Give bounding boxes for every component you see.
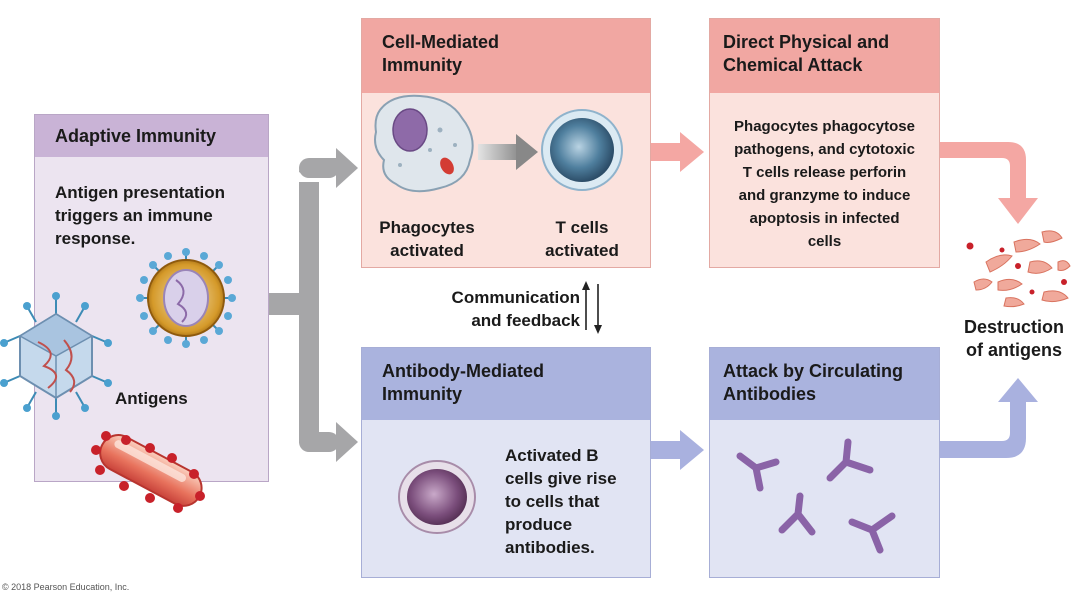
destruction-line2: of antigens xyxy=(965,340,1062,360)
icosahedral-virus-illustration xyxy=(0,292,112,420)
circulating-title-line1: Attack by Circulating xyxy=(723,361,904,381)
direct-attack-line-6: cells xyxy=(807,233,842,250)
antibody-line-2: cells give rise xyxy=(505,469,617,488)
pink-arrow-to-destruction xyxy=(940,142,1038,224)
antibody-line-3: to cells that xyxy=(505,492,600,511)
destroyed-antigen-fragments xyxy=(966,230,1071,308)
adaptive-immunity-title: Adaptive Immunity xyxy=(55,126,217,146)
circulating-title-line2: Antibodies xyxy=(723,384,816,404)
adaptive-immunity-header: Adaptive Immunity xyxy=(35,115,268,157)
cell-mediated-title-line2: Immunity xyxy=(382,55,463,75)
communication-line1: Communication xyxy=(451,288,580,307)
direct-attack-line-3: T cells release perforin xyxy=(742,164,907,181)
copyright-notice: © 2018 Pearson Education, Inc. xyxy=(2,582,130,592)
adaptive-immunity-description: Antigen presentation triggers an immune … xyxy=(55,183,226,248)
phagocytes-label: Phagocytes activated xyxy=(364,216,490,262)
antibody-icon-3 xyxy=(778,492,816,536)
pink-arrow-1 xyxy=(651,132,704,172)
direct-attack-line-4: and granzyme to induce xyxy=(738,187,911,204)
branch-connector xyxy=(269,148,358,462)
antibody-icons xyxy=(736,438,896,554)
antibody-line-5: antibodies. xyxy=(505,538,595,557)
antibody-mediated-title-line2: Immunity xyxy=(382,384,463,404)
cell-mediated-header: Cell-Mediated Immunity xyxy=(362,19,650,93)
bacterium-illustration xyxy=(91,431,205,513)
bcell-illustration xyxy=(398,460,476,534)
communication-label: Communication and feedback xyxy=(400,286,580,332)
direct-attack-header: Direct Physical and Chemical Attack xyxy=(710,19,939,93)
antibody-line-4: produce xyxy=(505,515,573,534)
enveloped-virus-illustration xyxy=(136,248,236,348)
tcells-label-line2: activated xyxy=(545,241,619,260)
communication-arrows xyxy=(582,281,602,334)
antibody-icon-1 xyxy=(736,452,780,492)
antibody-mediated-description: Activated B cells give rise to cells tha… xyxy=(505,444,650,559)
blue-arrow-to-destruction xyxy=(940,378,1038,458)
circulating-antibodies-header: Attack by Circulating Antibodies xyxy=(710,348,939,420)
direct-attack-title-line2: Chemical Attack xyxy=(723,55,863,75)
phagocyte-to-tcell-arrow xyxy=(478,134,538,170)
direct-attack-description: Phagocytes phagocytose pathogens, and cy… xyxy=(714,115,935,253)
direct-attack-title-line1: Direct Physical and xyxy=(723,32,890,52)
cell-mediated-title-line1: Cell-Mediated xyxy=(382,32,500,52)
destruction-label: Destruction of antigens xyxy=(946,316,1082,362)
direct-attack-panel: Direct Physical and Chemical Attack Phag… xyxy=(709,18,940,268)
tcell-illustration xyxy=(541,109,623,191)
arrow-to-antibody-mediated xyxy=(336,422,358,462)
destruction-line1: Destruction xyxy=(963,317,1064,337)
antibody-mediated-title-line1: Antibody-Mediated xyxy=(382,361,544,381)
direct-attack-line-5: apoptosis in infected xyxy=(749,210,900,227)
antigens-label: Antigens xyxy=(115,389,188,408)
phagocytes-label-line2: activated xyxy=(390,241,464,260)
arrow-to-cell-mediated xyxy=(336,148,358,188)
antibody-icon-4 xyxy=(848,512,896,554)
tcells-label: T cells activated xyxy=(527,216,637,262)
phagocytes-label-line1: Phagocytes xyxy=(379,218,475,237)
blue-arrow-1 xyxy=(651,430,704,470)
antibody-mediated-header: Antibody-Mediated Immunity xyxy=(362,348,650,420)
direct-attack-line-2: pathogens, and cytotoxic xyxy=(734,141,915,158)
antibody-icon-2 xyxy=(826,438,874,482)
phagocyte-illustration xyxy=(374,94,474,193)
communication-line2: and feedback xyxy=(471,311,580,330)
antibody-mediated-panel: Antibody-Mediated Immunity Activated B c… xyxy=(361,347,651,578)
tcells-label-line1: T cells xyxy=(555,218,609,237)
direct-attack-line-1: Phagocytes phagocytose xyxy=(734,118,915,135)
antibody-line-1: Activated B xyxy=(505,446,599,465)
